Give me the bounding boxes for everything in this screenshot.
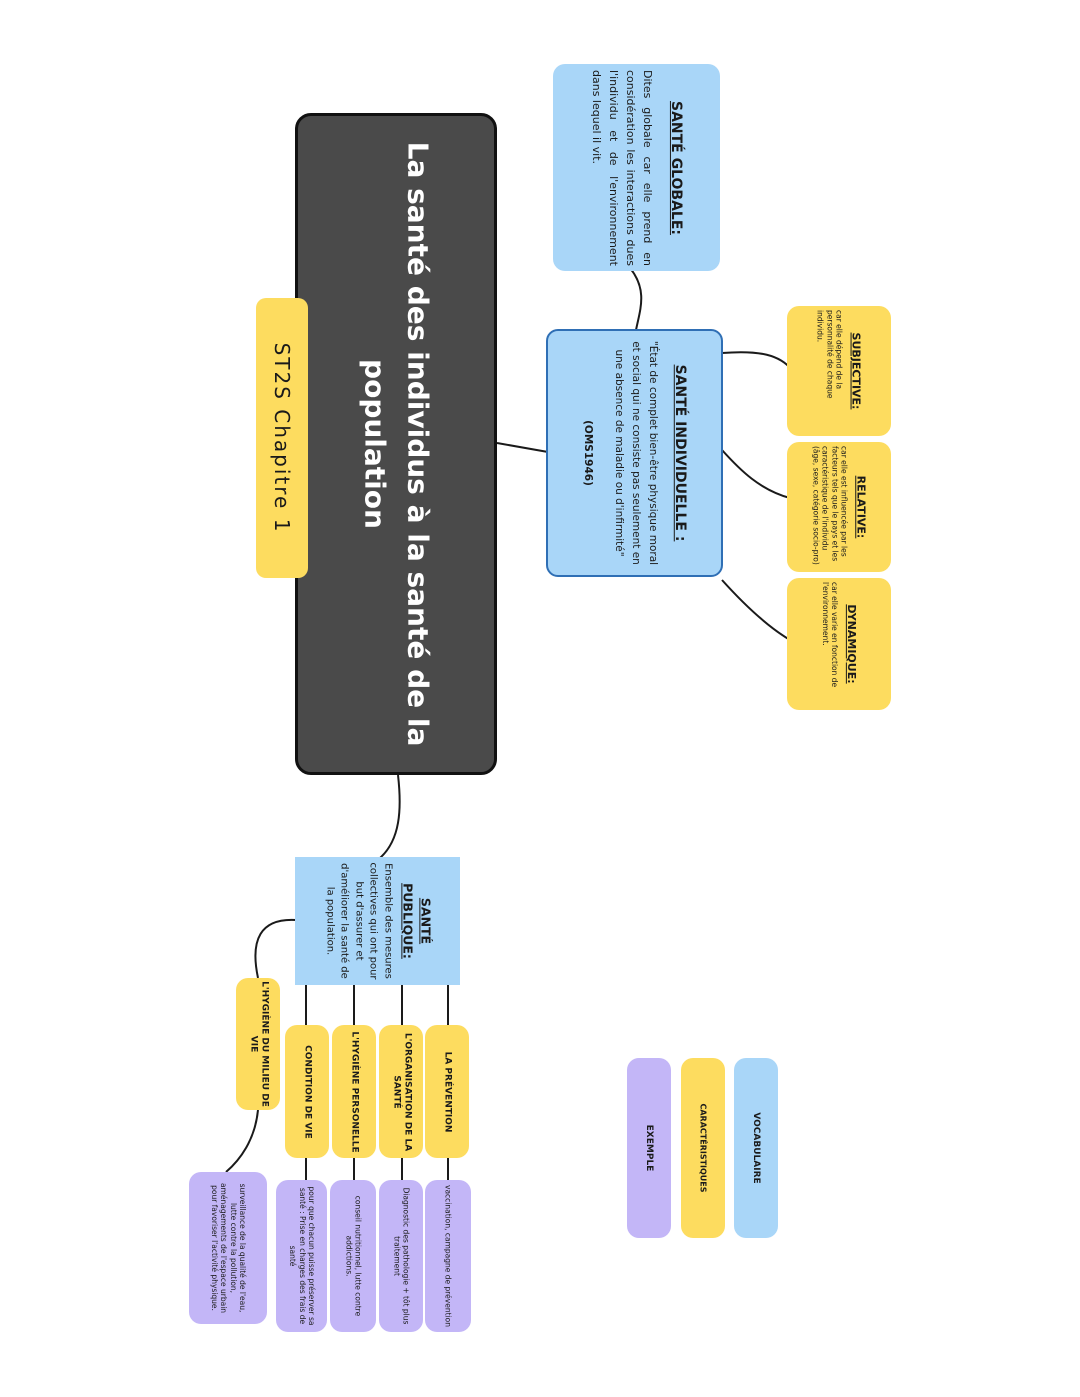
domaine-organisation: L'ORGANISATION DE LA SANTÉ — [379, 1025, 423, 1158]
exemple-hygiene-milieu: surveillance de la qualité de l'eau, lut… — [189, 1172, 267, 1324]
legend-vocabulaire-label: VOCABULAIRE — [751, 1112, 761, 1184]
domaine-prevention: LA PRÉVENTION — [425, 1025, 469, 1158]
sante-globale-text: Dites globale car elle prend en considér… — [589, 69, 654, 266]
dynamique-box: DYNAMIQUE: car elle varie en fonction de… — [787, 578, 891, 710]
line-milieu-ex — [225, 1109, 259, 1173]
subjective-text: car elle dépend de la personnalité de ch… — [815, 310, 844, 399]
line-individuelle-dynamique — [721, 579, 791, 641]
exemple-prevention: vaccination, campagne de prévention — [425, 1180, 471, 1332]
relative-title: RELATIVE: — [854, 475, 868, 539]
legend-caracteristiques-label: CARACTÉRISTIQUES — [698, 1103, 708, 1193]
exemple-prevention-text: vaccination, campagne de prévention — [443, 1185, 453, 1327]
chapter-label: ST2S Chapitre 1 — [270, 342, 294, 534]
exemple-hygiene-personelle-text: conseil nutritionnel, lutte contre addic… — [344, 1195, 363, 1317]
sante-publique-box: SANTÉ PUBLIQUE: Ensemble des mesures col… — [295, 857, 460, 985]
line-individuelle-relative — [721, 449, 791, 499]
line-individuelle-globale — [629, 267, 643, 331]
domaine-condition-de-vie: CONDITION DE VIE — [285, 1025, 329, 1158]
central-title: La santé des individus à la santé de la … — [358, 141, 435, 747]
domaine-prevention-label: LA PRÉVENTION — [442, 1051, 453, 1132]
line-central-publique — [379, 774, 401, 859]
subjective-title: SUBJECTIVE: — [849, 332, 863, 410]
domaine-hygiene-milieu: L'HYGIÈNE DU MILIEU DE VIE — [236, 978, 280, 1110]
sante-publique-title: SANTÉ PUBLIQUE: — [399, 883, 433, 959]
sante-individuelle-box: SANTÉ INDIVIDUELLE : "État de complet bi… — [546, 329, 723, 577]
chapter-badge: ST2S Chapitre 1 — [256, 298, 308, 578]
sante-individuelle-definition: "État de complet bien-être physique mora… — [612, 340, 658, 566]
domaine-hygiene-milieu-label: L'HYGIÈNE DU MILIEU DE VIE — [248, 981, 270, 1107]
sante-globale-box: SANTÉ GLOBALE: Dites globale car elle pr… — [553, 64, 720, 271]
relative-text: car elle est influencée par les facteurs… — [811, 446, 849, 565]
sante-globale-title: SANTÉ GLOBALE: — [667, 100, 684, 235]
exemple-condition-de-vie-text: pour que chacun puisse préserver sa sant… — [287, 1186, 316, 1326]
subjective-box: SUBJECTIVE: car elle dépend de la person… — [787, 306, 891, 436]
sante-publique-text: Ensemble des mesures collectives qui ont… — [323, 862, 393, 980]
legend-caracteristiques: CARACTÉRISTIQUES — [681, 1058, 725, 1238]
line-individuelle-subjective — [721, 351, 793, 371]
legend-vocabulaire: VOCABULAIRE — [734, 1058, 778, 1238]
legend-exemple-label: EXEMPLE — [644, 1124, 654, 1172]
dynamique-title: DYNAMIQUE: — [844, 604, 858, 684]
exemple-organisation: Diagnostic des pathologie + tôt plus tra… — [379, 1180, 423, 1332]
legend-exemple: EXEMPLE — [627, 1058, 671, 1238]
domaine-organisation-label: L'ORGANISATION DE LA SANTÉ — [391, 1032, 413, 1151]
central-topic-box: La santé des individus à la santé de la … — [295, 113, 497, 775]
domaine-hygiene-personelle: L'HYGIÈNE PERSONELLE — [332, 1025, 376, 1158]
exemple-organisation-text: Diagnostic des pathologie + tôt plus tra… — [392, 1187, 411, 1325]
relative-box: RELATIVE: car elle est influencée par le… — [787, 442, 891, 572]
line-central-individuelle — [496, 442, 549, 453]
domaine-condition-de-vie-label: CONDITION DE VIE — [302, 1044, 313, 1139]
exemple-condition-de-vie: pour que chacun puisse préserver sa sant… — [276, 1180, 327, 1332]
exemple-hygiene-milieu-text: surveillance de la qualité de l'eau, lut… — [209, 1182, 247, 1314]
line-publique-milieu — [254, 918, 297, 979]
exemple-hygiene-personelle: conseil nutritionnel, lutte contre addic… — [330, 1180, 376, 1332]
dynamique-text: car elle varie en fonction de l'environn… — [820, 582, 839, 688]
sante-individuelle-title: SANTÉ INDIVIDUELLE : — [671, 364, 688, 542]
sante-individuelle-source: (OMS1946) — [581, 420, 594, 486]
domaine-hygiene-personelle-label: L'HYGIÈNE PERSONELLE — [349, 1030, 360, 1153]
